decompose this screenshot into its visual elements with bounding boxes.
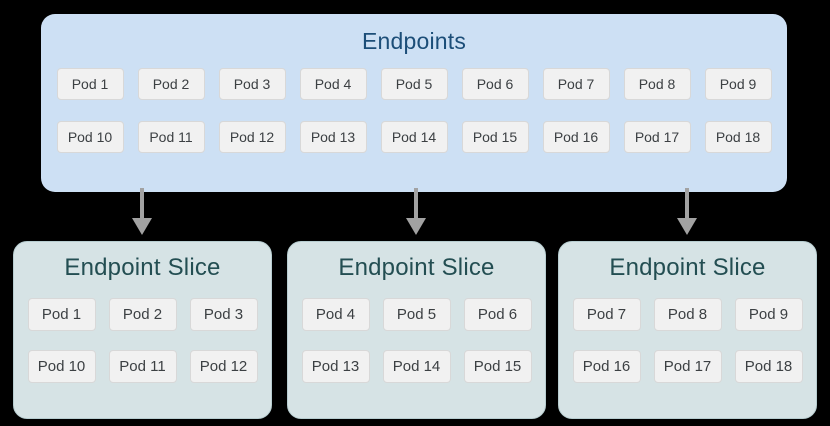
pod-chip: Pod 15	[463, 350, 532, 383]
pod-chip: Pod 4	[301, 298, 370, 331]
pod-chip: Pod 13	[299, 121, 367, 153]
slice-pod-grid: Pod 1 Pod 2 Pod 3 Pod 10 Pod 11 Pod 12	[14, 298, 271, 383]
pod-chip: Pod 7	[542, 68, 610, 100]
pod-chip: Pod 1	[56, 68, 124, 100]
pod-row: Pod 10 Pod 11 Pod 12	[14, 350, 271, 383]
endpoint-slice-title: Endpoint Slice	[609, 254, 766, 281]
pod-chip: Pod 8	[653, 298, 722, 331]
pod-row: Pod 13 Pod 14 Pod 15	[288, 350, 545, 383]
pod-row: Pod 7 Pod 8 Pod 9	[559, 298, 816, 331]
pod-chip: Pod 2	[108, 298, 177, 331]
pod-chip: Pod 16	[542, 121, 610, 153]
pod-chip: Pod 6	[463, 298, 532, 331]
pod-chip: Pod 12	[218, 121, 286, 153]
pod-chip: Pod 11	[137, 121, 205, 153]
pod-chip: Pod 14	[382, 350, 451, 383]
pod-row: Pod 4 Pod 5 Pod 6	[288, 298, 545, 331]
pod-chip: Pod 13	[301, 350, 370, 383]
pod-chip: Pod 15	[461, 121, 529, 153]
pod-chip: Pod 17	[653, 350, 722, 383]
pod-row: Pod 10 Pod 11 Pod 12 Pod 13 Pod 14 Pod 15 Pod …	[41, 121, 787, 153]
pod-chip: Pod 3	[189, 298, 258, 331]
pod-chip: Pod 3	[218, 68, 286, 100]
pod-row: Pod 1 Pod 2 Pod 3	[14, 298, 271, 331]
pod-chip: Pod 11	[108, 350, 177, 383]
pod-chip: Pod 4	[299, 68, 367, 100]
pod-chip: Pod 5	[382, 298, 451, 331]
pod-chip: Pod 1	[27, 298, 96, 331]
endpoints-title: Endpoints	[361, 28, 467, 54]
down-arrow-head	[677, 218, 697, 235]
pod-chip: Pod 8	[623, 68, 691, 100]
pod-chip: Pod 10	[27, 350, 96, 383]
endpoints-box: Endpoints Pod 1 Pod 2 Pod 3 Pod 4 Pod 5 Pod 6…	[41, 14, 787, 192]
slice-pod-grid: Pod 4 Pod 5 Pod 6 Pod 13 Pod 14 Pod 15	[288, 298, 545, 383]
slice-pod-grid: Pod 7 Pod 8 Pod 9 Pod 16 Pod 17 Pod 18	[559, 298, 816, 383]
pod-chip: Pod 14	[380, 121, 448, 153]
pod-chip: Pod 17	[623, 121, 691, 153]
down-arrow-stem	[685, 188, 689, 218]
pod-chip: Pod 2	[137, 68, 205, 100]
endpoint-slice-title: Endpoint Slice	[64, 254, 221, 281]
down-arrow-head	[132, 218, 152, 235]
pod-chip: Pod 7	[572, 298, 641, 331]
pod-chip: Pod 9	[734, 298, 803, 331]
endpoints-pod-grid: Pod 1 Pod 2 Pod 3 Pod 4 Pod 5 Pod 6 Pod 7 Pod 8…	[41, 68, 787, 153]
pod-chip: Pod 18	[734, 350, 803, 383]
pod-chip: Pod 5	[380, 68, 448, 100]
pod-row: Pod 16 Pod 17 Pod 18	[559, 350, 816, 383]
down-arrow-icon	[405, 188, 427, 235]
down-arrow-icon	[131, 188, 153, 235]
down-arrow-stem	[414, 188, 418, 218]
pod-chip: Pod 12	[189, 350, 258, 383]
pod-chip: Pod 6	[461, 68, 529, 100]
down-arrow-head	[406, 218, 426, 235]
pod-chip: Pod 10	[56, 121, 124, 153]
pod-chip: Pod 16	[572, 350, 641, 383]
pod-chip: Pod 18	[704, 121, 772, 153]
pod-chip: Pod 9	[704, 68, 772, 100]
down-arrow-icon	[676, 188, 698, 235]
endpoint-slice-title: Endpoint Slice	[338, 254, 495, 281]
pod-row: Pod 1 Pod 2 Pod 3 Pod 4 Pod 5 Pod 6 Pod 7 Pod 8…	[41, 68, 787, 100]
down-arrow-stem	[140, 188, 144, 218]
